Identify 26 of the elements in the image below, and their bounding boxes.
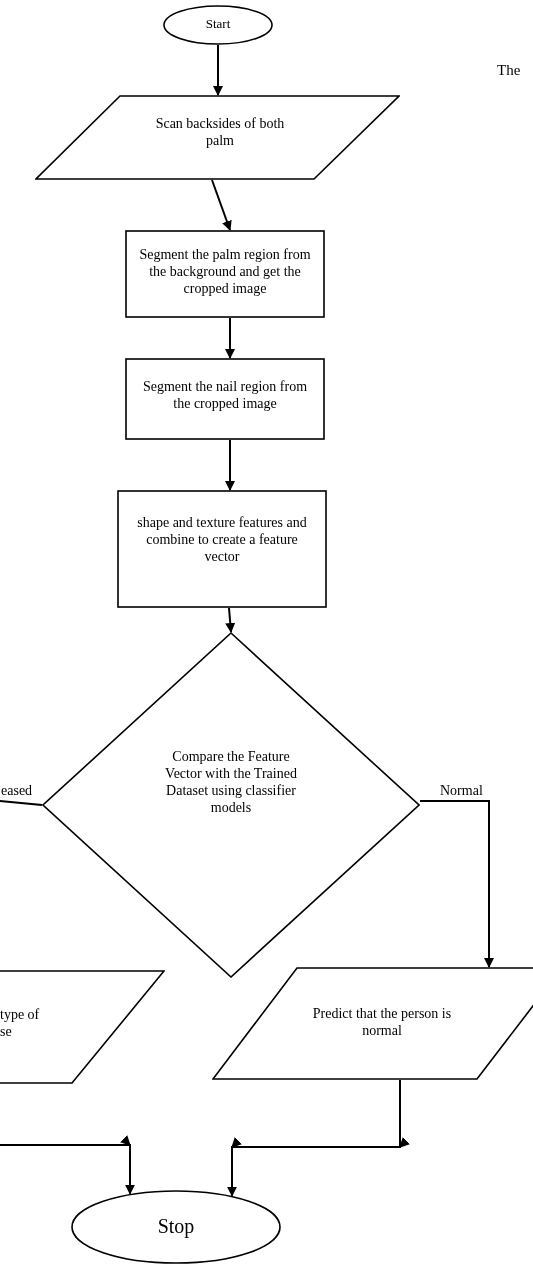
node-text: shape and texture features and combine to create a feature vector [136, 514, 308, 565]
node-text: Segment the nail region from the cropped image [141, 378, 309, 412]
output-parallelogram [0, 970, 165, 1084]
terminal-oval [71, 1190, 281, 1264]
node-text: Predict that the person is normal [311, 1005, 453, 1039]
node-text: Start [204, 16, 232, 32]
arrow [225, 317, 235, 359]
arrow [0, 1135, 135, 1195]
output-parallelogram [212, 967, 533, 1080]
arrow [211, 179, 232, 231]
node-text: Scan backsides of both palm [154, 115, 286, 149]
arrow [225, 439, 235, 491]
node-text: type of se [0, 1006, 41, 1040]
process-box [125, 358, 325, 440]
process-box [117, 490, 327, 608]
arrow [225, 607, 236, 633]
node-text: Segment the palm region from the background and get the cropped image [138, 246, 312, 297]
node-text: Stop [156, 1214, 196, 1238]
arrow [419, 800, 494, 968]
input-output-parallelogram [35, 95, 400, 180]
node-text: Compare the Feature Vector with the Trained Dataset using classifier models [164, 748, 298, 816]
process-box [125, 230, 325, 318]
arrow [227, 1079, 410, 1197]
terminal-oval [163, 5, 273, 45]
arrow [213, 44, 223, 96]
note-text: The [497, 62, 521, 78]
